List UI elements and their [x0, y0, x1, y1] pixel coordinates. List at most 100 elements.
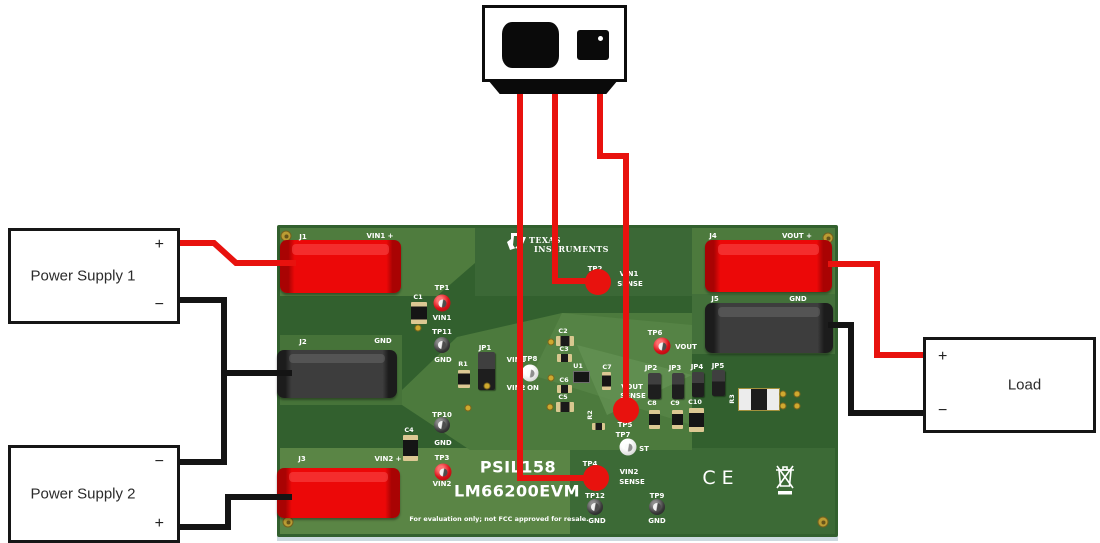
testpoint-tp11 — [434, 337, 450, 353]
instrument-display — [502, 22, 559, 68]
capacitor-c4 — [403, 435, 418, 461]
instrument-knob — [577, 30, 609, 60]
wire-ps1-positive — [172, 240, 296, 266]
c8-label: C8 — [647, 399, 657, 407]
tp6-label: TP6 — [647, 329, 663, 337]
screw-hole — [817, 516, 829, 528]
tp3-net: VIN2 — [432, 480, 452, 488]
load-positive-terminal: + — [938, 348, 948, 365]
weee-bin-icon — [776, 465, 794, 495]
connector-j1-label: J1 — [299, 233, 307, 241]
ps2-negative-terminal: − — [154, 453, 164, 470]
jp5-label: JP5 — [711, 362, 725, 370]
knob-indicator-dot — [598, 36, 603, 41]
tp6-net: VOUT — [675, 343, 697, 351]
brand-line1: Texas — [529, 235, 561, 245]
tp2-net2: SENSE — [617, 280, 643, 288]
tp7-net: ST — [639, 445, 649, 453]
testpoint-tp10 — [434, 417, 450, 433]
tp7-label: TP7 — [615, 431, 631, 439]
connector-j2-label: J2 — [299, 338, 307, 346]
wire-sense-vout — [597, 88, 629, 404]
tp12-label: TP12 — [585, 492, 605, 500]
via — [779, 402, 787, 410]
via — [547, 374, 555, 382]
testpoint-tp3 — [434, 463, 452, 481]
ic-u1 — [573, 371, 590, 383]
jumper-jp5 — [712, 370, 725, 396]
capacitor-c5 — [556, 402, 574, 412]
evm-board: Texas Instruments J1 VIN1 + J2 GND J3 VI… — [277, 225, 838, 537]
via — [547, 338, 555, 346]
tp5-net1: VOUT — [621, 383, 643, 391]
probe-tp2 — [585, 269, 611, 295]
connector-j3-net: VIN2 + — [374, 455, 402, 463]
board-disclaimer: For evaluation only; not FCC approved fo… — [409, 515, 589, 523]
jp1-pin — [483, 382, 491, 390]
via — [414, 324, 422, 332]
c3-label: C3 — [559, 345, 569, 353]
wire-sense-vin2 — [517, 88, 590, 481]
c1-label: C1 — [413, 293, 423, 301]
ce-mark: CE — [702, 467, 740, 489]
capacitor-c7 — [602, 372, 611, 390]
capacitor-c1 — [411, 302, 427, 324]
brand-line2: Instruments — [534, 244, 609, 254]
probe-tp5 — [613, 397, 639, 423]
capacitor-c10 — [689, 408, 704, 432]
wire-sense-vin1 — [552, 88, 592, 284]
tp4-net1: VIN2 — [619, 468, 639, 476]
instrument-base — [488, 80, 618, 94]
tp8-net: ON — [527, 384, 539, 392]
tp11-net: GND — [434, 356, 452, 364]
tp10-net: GND — [434, 439, 452, 447]
load-label: Load — [1007, 376, 1042, 394]
tp5-net2: SENSE — [620, 392, 646, 400]
via — [546, 403, 554, 411]
c5-label: C5 — [558, 393, 568, 401]
via — [464, 404, 472, 412]
jp1-pos2-label: VIN2 — [506, 384, 526, 392]
testpoint-tp9 — [649, 499, 665, 515]
via — [779, 390, 787, 398]
connector-j3-label: J3 — [298, 455, 306, 463]
connector-j5-label: J5 — [711, 295, 719, 303]
wire-load-negative — [828, 322, 928, 416]
capacitor-c8 — [649, 410, 660, 429]
c6-label: C6 — [559, 376, 569, 384]
tp9-net: GND — [648, 517, 666, 525]
testpoint-tp8 — [521, 364, 539, 382]
jumper-jp1 — [478, 352, 495, 390]
tp9-label: TP9 — [649, 492, 665, 500]
connector-j4-net: VOUT + — [781, 232, 813, 240]
wire-ps-negative-trunk — [172, 297, 227, 465]
board-shadow — [277, 536, 838, 541]
via — [793, 390, 801, 398]
ps2-label: Power Supply 2 — [30, 485, 136, 503]
tp4-label: TP4 — [582, 460, 598, 468]
wire-load-positive — [828, 261, 928, 358]
jp1-label: JP1 — [478, 344, 492, 352]
r1-label: R1 — [458, 360, 468, 368]
c7-label: C7 — [602, 363, 612, 371]
c4-label: C4 — [404, 426, 414, 434]
jumper-jp3 — [672, 373, 684, 399]
tp4-net2: SENSE — [619, 478, 645, 486]
board-name-line2: LM66200EVM — [453, 481, 581, 501]
capacitor-c3 — [557, 354, 572, 362]
tp1-net: VIN1 — [432, 314, 452, 322]
connector-j2-net: GND — [374, 337, 392, 345]
testpoint-tp12 — [587, 499, 603, 515]
resistor-r2 — [592, 423, 605, 430]
measurement-instrument — [482, 5, 627, 82]
jumper-jp4 — [692, 372, 704, 397]
jp1-pos1-label: VIN1 — [506, 356, 526, 364]
jp3-label: JP3 — [668, 364, 682, 372]
via — [793, 402, 801, 410]
tp3-label: TP3 — [434, 454, 450, 462]
wire-ps2-positive — [172, 494, 292, 530]
jumper-jp2 — [648, 373, 661, 399]
tp1-label: TP1 — [434, 284, 450, 292]
probe-tp4 — [583, 465, 609, 491]
c10-label: C10 — [688, 398, 702, 406]
